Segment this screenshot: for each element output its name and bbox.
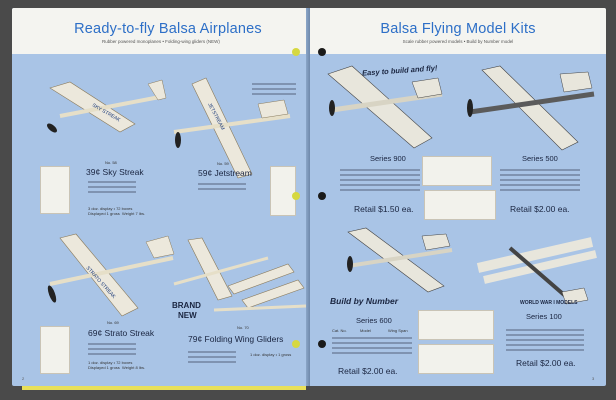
folding-wing-price: 79¢ Folding Wing Gliders bbox=[188, 334, 284, 344]
series-500-name: Series 500 bbox=[522, 154, 558, 163]
build-by-number-tag: Build by Number bbox=[330, 296, 399, 306]
series-500-table bbox=[500, 166, 580, 194]
jetstream-desc-lines bbox=[198, 180, 246, 193]
right-page-number: 3 bbox=[592, 376, 595, 381]
left-header: Ready-to-fly Balsa Airplanes Rubber powe… bbox=[12, 8, 310, 54]
sky-streak-desc-lines bbox=[88, 178, 136, 196]
right-header: Balsa Flying Model Kits Scale rubber pow… bbox=[310, 8, 606, 54]
series-600-kit-box-2 bbox=[418, 344, 494, 374]
binder-hole-right-2 bbox=[318, 192, 326, 200]
sky-streak-price: 39¢ Sky Streak bbox=[86, 167, 144, 177]
strato-streak-box bbox=[40, 326, 70, 374]
series-500-kit-box bbox=[424, 190, 496, 220]
binder-hole-right-3 bbox=[318, 340, 326, 348]
right-page: Balsa Flying Model Kits Scale rubber pow… bbox=[310, 8, 606, 386]
series-100-name: Series 100 bbox=[526, 312, 562, 321]
series-600-name: Series 600 bbox=[356, 316, 392, 325]
series-100-retail: Retail $2.00 ea. bbox=[516, 358, 576, 368]
series-600-head-span: Wing Span bbox=[388, 328, 408, 333]
series-900-retail: Retail $1.50 ea. bbox=[354, 204, 414, 214]
strato-streak-price: 69¢ Strato Streak bbox=[88, 328, 155, 338]
sky-streak-box bbox=[40, 166, 70, 214]
ww1-models-tag: WORLD WAR I MODELS bbox=[520, 300, 578, 306]
series-600-retail: Retail $2.00 ea. bbox=[338, 366, 398, 376]
brand-new-label-1: BRAND bbox=[172, 301, 201, 310]
jetstream-plane-image: JETSTREAM bbox=[173, 77, 291, 179]
series-600-head-cat: Cat. No. bbox=[332, 328, 347, 333]
series-900-plane-image bbox=[327, 65, 443, 149]
folding-wing-desc: 1 doz. display • 1 gross bbox=[250, 352, 292, 357]
strato-streak-desc: 1 doz. display • 72 boxes Displayed 1 gr… bbox=[88, 360, 146, 370]
series-600-head-model: Model bbox=[360, 328, 371, 333]
series-600-plane-image bbox=[347, 227, 453, 293]
sky-streak-plane-image: SKY STREAK bbox=[47, 79, 167, 133]
left-page: Ready-to-fly Balsa Airplanes Rubber powe… bbox=[12, 8, 310, 386]
series-600-table bbox=[332, 334, 412, 357]
series-900-table bbox=[340, 166, 420, 194]
folding-wing-gliders-image bbox=[173, 237, 307, 312]
series-100-table bbox=[506, 326, 584, 354]
series-500-retail: Retail $2.00 ea. bbox=[510, 204, 570, 214]
series-900-name: Series 900 bbox=[370, 154, 406, 163]
jetstream-price: 59¢ Jetstream bbox=[198, 168, 252, 178]
brand-new-label-2: NEW bbox=[178, 311, 197, 320]
jetstream-no: No. 59 bbox=[217, 161, 229, 166]
right-page-subtitle: Scale rubber powered models • Build by N… bbox=[402, 39, 514, 44]
strato-streak-desc-lines bbox=[88, 340, 136, 358]
right-page-title: Balsa Flying Model Kits bbox=[380, 21, 536, 37]
series-500-plane-image bbox=[467, 65, 595, 151]
binder-hole-left-2 bbox=[292, 192, 300, 200]
folding-wing-no: No. 70 bbox=[237, 325, 249, 330]
binder-hole-left-1 bbox=[292, 48, 300, 56]
sky-streak-no: No. 58 bbox=[105, 160, 117, 165]
series-900-kit-box bbox=[422, 156, 492, 186]
left-page-number: 2 bbox=[22, 376, 25, 381]
binder-hole-right-1 bbox=[318, 48, 326, 56]
left-page-title: Ready-to-fly Balsa Airplanes bbox=[74, 21, 262, 37]
folding-wing-desc-lines bbox=[188, 348, 236, 366]
series-100-plane-image bbox=[476, 237, 597, 305]
left-page-subtitle: Rubber powered monoplanes • Folding-wing… bbox=[102, 39, 220, 44]
jetstream-specs-top bbox=[252, 80, 296, 98]
strato-streak-no: No. 69 bbox=[107, 320, 119, 325]
sky-streak-desc: 3 doz. display • 72 boxes Displayed 1 gr… bbox=[88, 206, 146, 216]
strato-streak-plane-image: STRATO STREAK bbox=[47, 233, 175, 317]
jetstream-display-box bbox=[270, 166, 296, 216]
binder-hole-left-3 bbox=[292, 340, 300, 348]
series-600-kit-box-1 bbox=[418, 310, 494, 340]
